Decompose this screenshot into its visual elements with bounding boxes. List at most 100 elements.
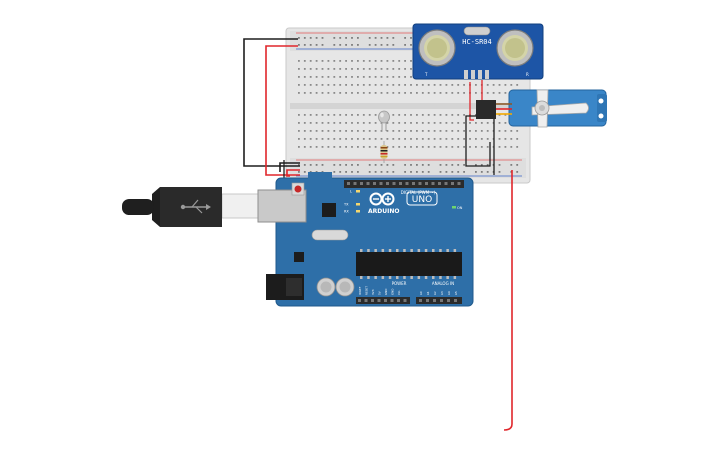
hole[interactable]: [374, 76, 377, 78]
hole[interactable]: [321, 76, 324, 78]
hole[interactable]: [439, 171, 442, 173]
hole[interactable]: [475, 138, 477, 140]
hole[interactable]: [457, 84, 460, 86]
hole[interactable]: [498, 171, 501, 173]
hole[interactable]: [374, 92, 377, 94]
hole[interactable]: [457, 171, 460, 173]
hole[interactable]: [339, 76, 342, 78]
hole[interactable]: [309, 84, 312, 86]
hole[interactable]: [333, 44, 336, 46]
hole[interactable]: [392, 138, 395, 140]
hole[interactable]: [298, 68, 300, 70]
hole[interactable]: [410, 37, 412, 39]
sensor-pins[interactable]: [464, 70, 489, 79]
hole[interactable]: [416, 130, 418, 132]
hole[interactable]: [298, 164, 300, 166]
hole[interactable]: [392, 84, 395, 86]
hole[interactable]: [480, 138, 483, 140]
hole[interactable]: [445, 92, 448, 94]
hole[interactable]: [392, 37, 395, 39]
hole[interactable]: [368, 146, 371, 148]
hole[interactable]: [345, 171, 347, 173]
hole[interactable]: [303, 171, 306, 173]
hole[interactable]: [309, 92, 312, 94]
header-pin[interactable]: [447, 299, 450, 302]
hole[interactable]: [475, 171, 477, 173]
hole[interactable]: [339, 60, 342, 62]
hole[interactable]: [504, 122, 507, 124]
header-pin[interactable]: [364, 299, 368, 302]
hole[interactable]: [410, 44, 412, 46]
hole[interactable]: [510, 138, 513, 140]
hole[interactable]: [303, 114, 306, 116]
hole[interactable]: [351, 44, 353, 46]
hole[interactable]: [345, 44, 347, 46]
hole[interactable]: [398, 138, 401, 140]
hole[interactable]: [404, 146, 406, 148]
hole[interactable]: [427, 130, 430, 132]
hole[interactable]: [298, 60, 300, 62]
hole[interactable]: [339, 130, 342, 132]
hole[interactable]: [380, 92, 383, 94]
hole[interactable]: [315, 164, 318, 166]
hole[interactable]: [445, 138, 448, 140]
hole[interactable]: [333, 138, 336, 140]
hole[interactable]: [486, 138, 489, 140]
hole[interactable]: [315, 130, 318, 132]
hole[interactable]: [351, 114, 353, 116]
hole[interactable]: [333, 130, 336, 132]
hole[interactable]: [386, 37, 389, 39]
hole[interactable]: [504, 130, 507, 132]
header-pin[interactable]: [353, 182, 357, 185]
hole[interactable]: [327, 60, 330, 62]
hole[interactable]: [416, 122, 418, 124]
servo-connector[interactable]: [476, 100, 496, 119]
hole[interactable]: [298, 37, 300, 39]
hole[interactable]: [469, 146, 471, 148]
hole[interactable]: [404, 92, 406, 94]
hole[interactable]: [351, 76, 353, 78]
hole[interactable]: [398, 146, 401, 148]
hole[interactable]: [445, 146, 448, 148]
hole[interactable]: [357, 138, 359, 140]
hole[interactable]: [327, 92, 330, 94]
hole[interactable]: [416, 92, 418, 94]
wire-black-servo[interactable]: [465, 115, 491, 167]
hole[interactable]: [445, 164, 448, 166]
hole[interactable]: [480, 130, 483, 132]
hole[interactable]: [457, 164, 460, 166]
hole[interactable]: [357, 114, 359, 116]
hole[interactable]: [510, 164, 513, 166]
hole[interactable]: [374, 122, 377, 124]
hole[interactable]: [333, 122, 336, 124]
hole[interactable]: [421, 114, 424, 116]
hole[interactable]: [480, 171, 483, 173]
hole[interactable]: [463, 92, 465, 94]
header-pin[interactable]: [451, 182, 454, 185]
hole[interactable]: [351, 60, 353, 62]
hole[interactable]: [386, 68, 389, 70]
hole[interactable]: [374, 84, 377, 86]
hole[interactable]: [421, 92, 424, 94]
hole[interactable]: [433, 114, 436, 116]
hole[interactable]: [451, 130, 454, 132]
hole[interactable]: [416, 164, 418, 166]
header-pin[interactable]: [371, 299, 374, 302]
hole[interactable]: [357, 164, 359, 166]
header-pin[interactable]: [397, 299, 400, 302]
hole[interactable]: [327, 114, 330, 116]
hole[interactable]: [357, 146, 359, 148]
hole[interactable]: [309, 146, 312, 148]
hole[interactable]: [298, 122, 300, 124]
hole[interactable]: [303, 76, 306, 78]
hole[interactable]: [475, 146, 477, 148]
hole[interactable]: [386, 92, 389, 94]
hole[interactable]: [498, 164, 501, 166]
hole[interactable]: [345, 84, 347, 86]
hole[interactable]: [463, 122, 465, 124]
hole[interactable]: [392, 114, 395, 116]
hole[interactable]: [516, 146, 519, 148]
hole[interactable]: [321, 68, 324, 70]
hole[interactable]: [404, 44, 406, 46]
header-pin[interactable]: [405, 182, 409, 185]
